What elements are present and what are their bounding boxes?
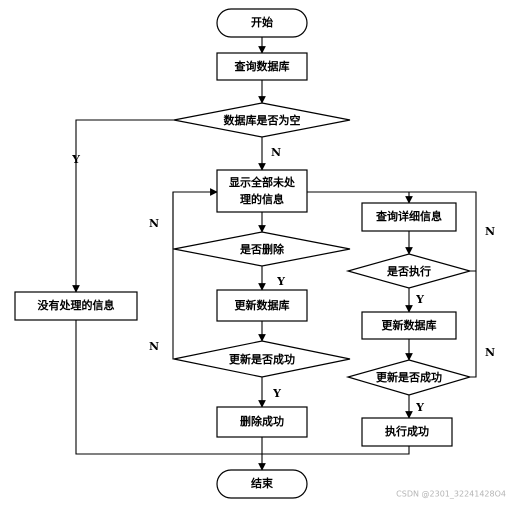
execute-ok-box <box>361 417 453 447</box>
execute-no-label: N <box>485 225 495 238</box>
edge-dbempty-yes <box>72 119 174 293</box>
delete-decision <box>173 231 351 267</box>
update-ok-left-label: 更新是否成功 <box>229 352 295 366</box>
no-info-label: 没有处理的信息 <box>38 298 115 312</box>
execute-decision <box>345 253 473 289</box>
start-label: 开始 <box>251 15 273 29</box>
end-terminal <box>216 469 308 499</box>
db-empty-decision <box>173 102 351 138</box>
update-db-left-label: 更新数据库 <box>235 298 290 312</box>
show-unprocessed-box <box>216 169 308 213</box>
delete-yes-label: Y <box>276 275 285 288</box>
update-left-yes-label: Y <box>272 387 281 400</box>
edge-executeok-to-end <box>262 446 410 455</box>
query-detail-label: 查询详细信息 <box>376 209 442 223</box>
update-ok-right-label: 更新是否成功 <box>376 370 442 384</box>
query-db-label: 查询数据库 <box>235 59 290 73</box>
db-empty-label: 数据库是否为空 <box>224 113 301 127</box>
edge-delete-no <box>172 188 218 250</box>
edge-execute-no <box>409 191 477 272</box>
delete-ok-label: 删除成功 <box>240 414 284 428</box>
end-label: 结束 <box>250 476 274 490</box>
update-right-yes-label: Y <box>415 401 424 414</box>
execute-q-label: 是否执行 <box>386 264 431 278</box>
update-ok-left-decision <box>173 340 351 378</box>
watermark: CSDN @2301_32241428O4 <box>396 490 506 499</box>
update-db-left-box <box>216 289 308 322</box>
edge-labels: Y N Y N Y N Y N Y N <box>71 146 495 414</box>
no-info-box <box>14 291 138 321</box>
execute-ok-label: 执行成功 <box>385 424 429 438</box>
update-ok-right-decision <box>345 359 473 396</box>
query-detail-box <box>361 202 457 232</box>
nodes: 开始 查询数据库 数据库是否为空 显示全部未处 理的信息 没有处理的信息 是否删… <box>14 8 473 499</box>
edge-updateleftq-no <box>172 192 174 360</box>
delete-ok-box <box>216 406 308 438</box>
show-unprocessed-label-2: 理的信息 <box>240 192 284 206</box>
db-empty-yes-label: Y <box>71 153 80 166</box>
start-terminal <box>216 8 308 38</box>
update-right-no-label: N <box>485 346 495 359</box>
update-left-no-label: N <box>149 340 159 353</box>
edge-noinfo-to-end <box>75 320 262 455</box>
db-empty-no-label: N <box>271 146 281 159</box>
query-db-box <box>216 52 308 81</box>
edge-show-to-detail <box>307 191 413 204</box>
update-db-right-label: 更新数据库 <box>382 318 437 332</box>
edge-updaterightq-no <box>470 271 477 378</box>
update-db-right-box <box>361 311 457 340</box>
delete-q-label: 是否删除 <box>239 242 285 256</box>
delete-no-label: N <box>149 217 159 230</box>
edges <box>72 37 477 471</box>
execute-yes-label: Y <box>415 293 424 306</box>
show-unprocessed-label-1: 显示全部未处 <box>229 175 296 189</box>
